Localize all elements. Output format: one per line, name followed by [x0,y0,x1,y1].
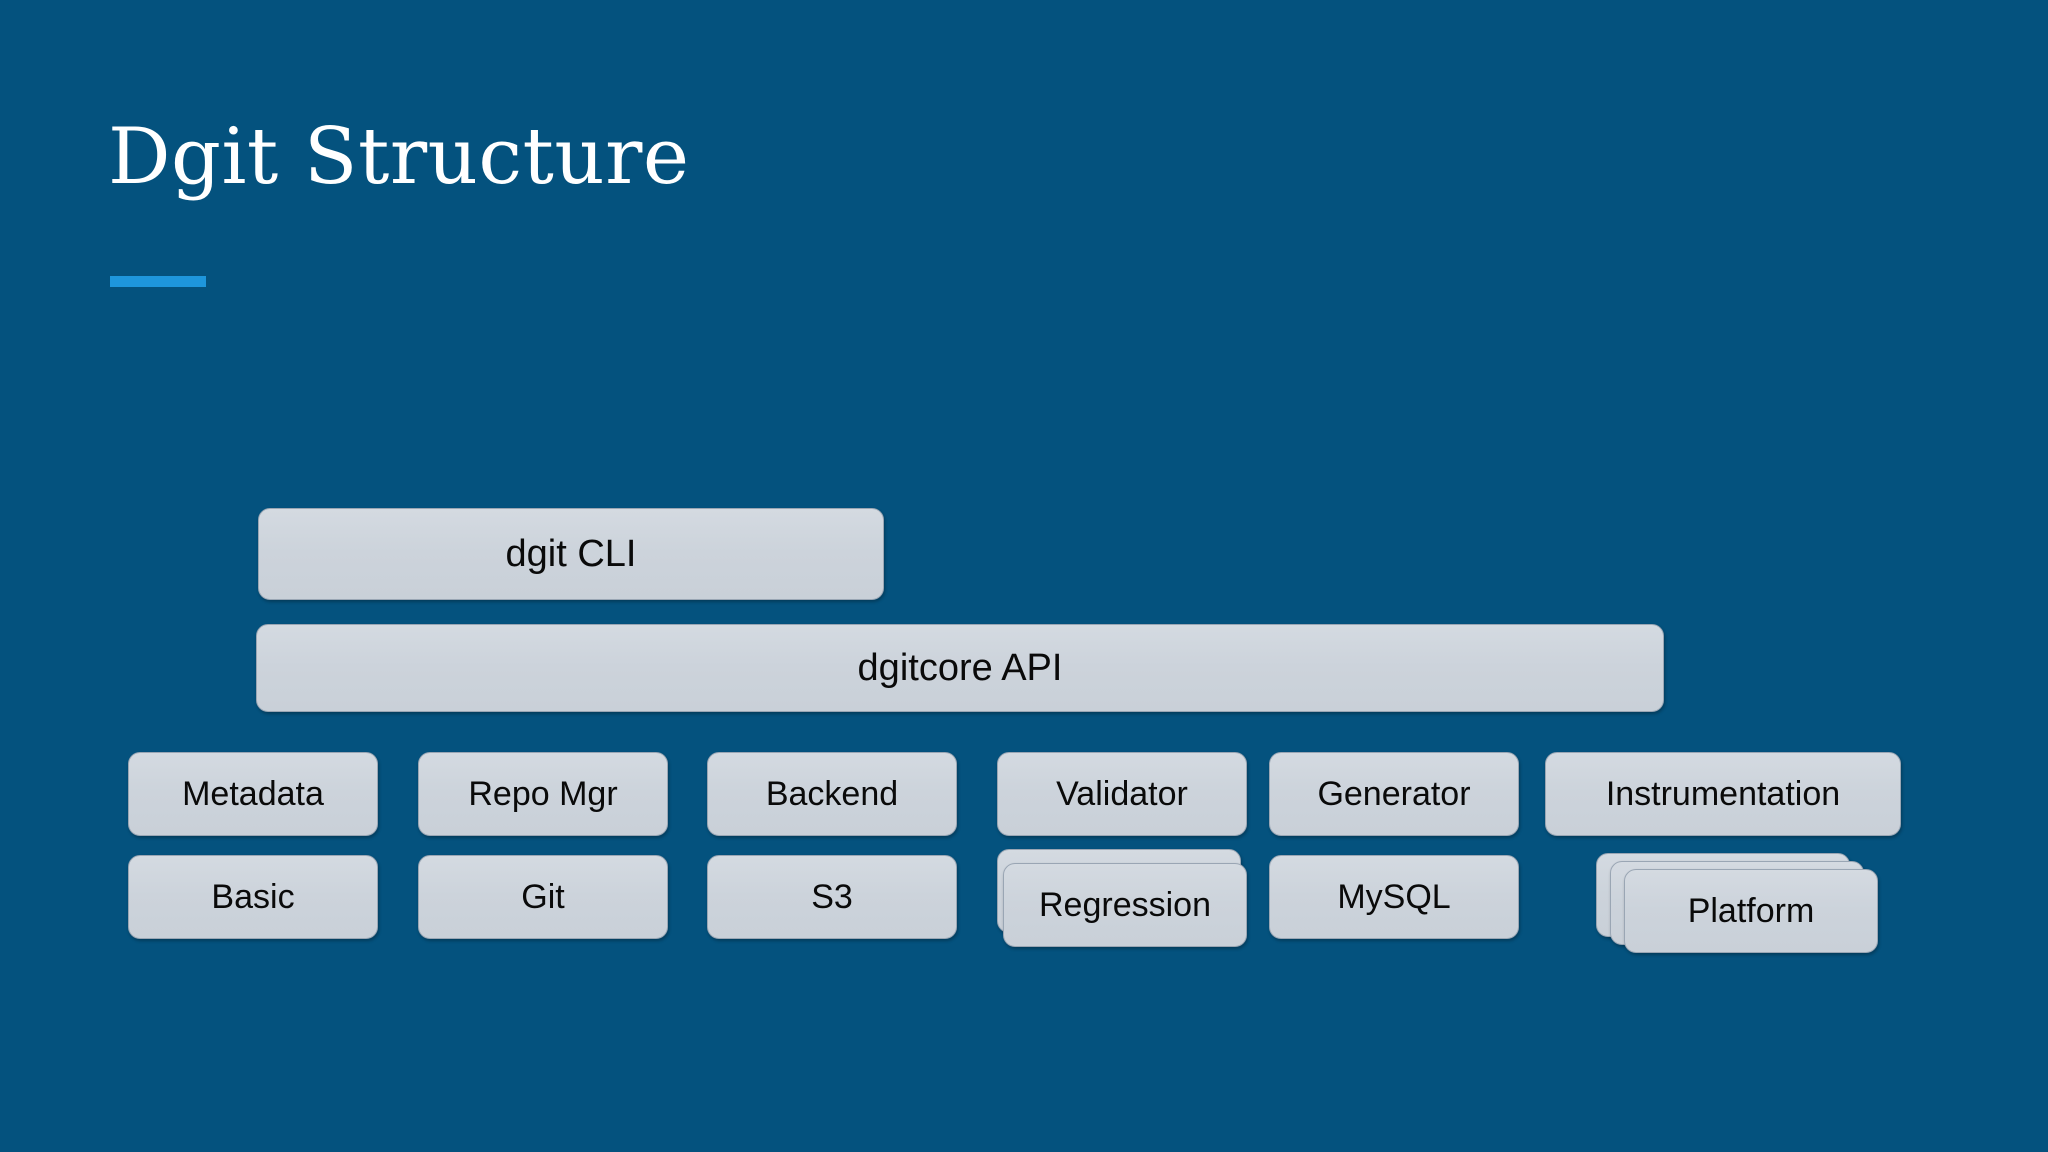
node-dgitcore-api[interactable]: dgitcore API [256,624,1664,712]
node-metadata[interactable]: Metadata [128,752,378,836]
node-basic[interactable]: Basic [128,855,378,939]
node-label: S3 [811,878,853,916]
node-s3[interactable]: S3 [707,855,957,939]
node-label: Basic [211,878,295,916]
node-label: Regression [1039,886,1211,924]
node-git[interactable]: Git [418,855,668,939]
node-label: Git [521,878,565,916]
node-label: Repo Mgr [468,775,618,813]
node-validator[interactable]: Validator [997,752,1247,836]
page-title: Dgit Structure [108,112,690,202]
node-generator[interactable]: Generator [1269,752,1519,836]
node-label: Validator [1056,775,1188,813]
node-platform-stack: Platform [1596,853,1878,953]
node-regression-stack: Regression [997,849,1247,947]
node-label: Backend [765,775,899,813]
node-platform[interactable]: Platform [1624,869,1878,953]
node-repo-mgr[interactable]: Repo Mgr [418,752,668,836]
node-dgit-cli[interactable]: dgit CLI [258,508,884,600]
node-label: Metadata [182,775,324,813]
node-mysql[interactable]: MySQL [1269,855,1519,939]
node-regression[interactable]: Regression [1003,863,1247,947]
title-block: Dgit Structure [108,112,690,287]
title-accent-bar [110,276,206,287]
node-label: Instrumentation [1605,775,1841,813]
node-label: dgit CLI [505,533,637,575]
node-label: dgitcore API [857,647,1063,689]
node-label: MySQL [1337,878,1451,916]
node-label: Generator [1317,775,1471,813]
node-backend[interactable]: Backend [707,752,957,836]
node-label: Platform [1687,892,1815,930]
node-instrumentation[interactable]: Instrumentation [1545,752,1901,836]
